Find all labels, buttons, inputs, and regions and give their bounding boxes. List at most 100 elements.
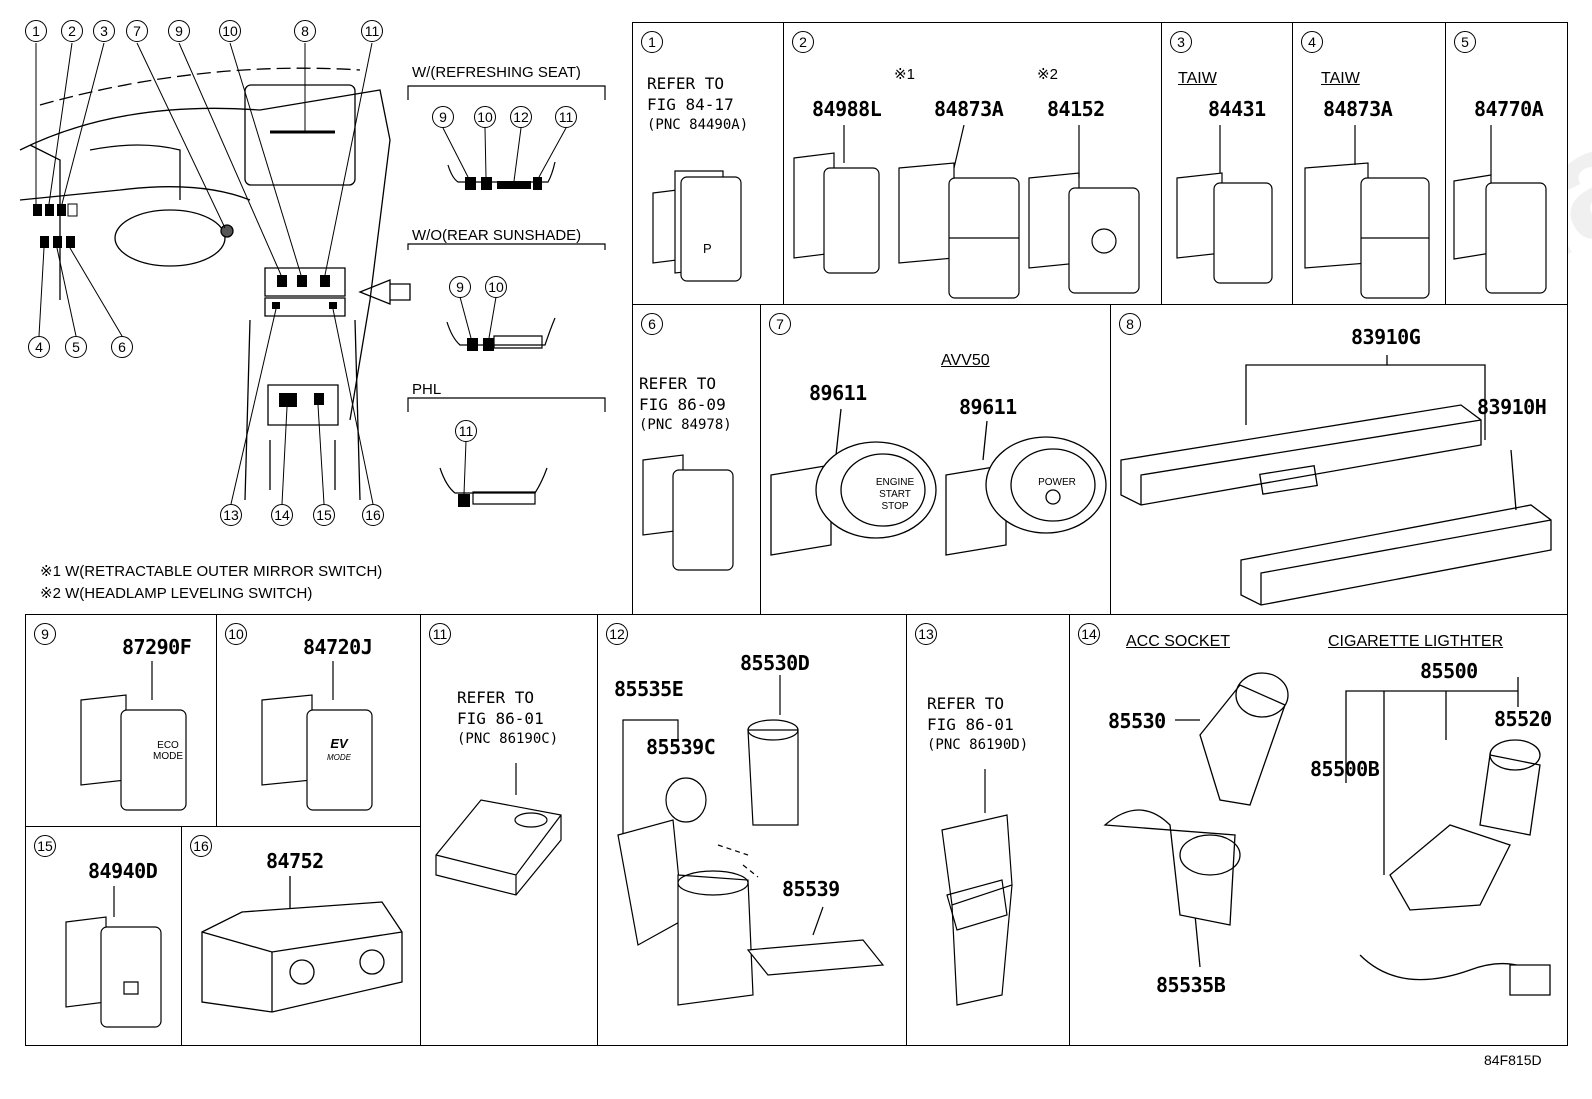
part-85500: 85500: [1420, 659, 1478, 683]
callout-7: 7: [126, 20, 148, 42]
panel-6-switch-art: [633, 445, 763, 615]
part-85500B: 85500B: [1310, 757, 1380, 781]
callout-5: 5: [65, 336, 87, 358]
callout-6: 6: [111, 336, 133, 358]
part-89611-engine: 89611: [809, 381, 867, 405]
part-84873A: 84873A: [934, 97, 1004, 121]
panel-11-switch-art: [421, 755, 596, 955]
panel-5: 5 84770A: [1445, 22, 1568, 306]
panel-16: 16 84752: [181, 826, 422, 1046]
callout-10: 10: [219, 20, 241, 42]
panel-14-number: 14: [1078, 623, 1100, 645]
svg-text:P: P: [703, 241, 712, 256]
callout-9: 9: [168, 20, 190, 42]
panel-3-number: 3: [1170, 31, 1192, 53]
callout-8: 8: [294, 20, 316, 42]
panel-4: 4 TAIW 84873A: [1292, 22, 1447, 306]
panel-9-number: 9: [34, 623, 56, 645]
callout-1: 1: [25, 20, 47, 42]
panel-1-switch-art: P: [633, 163, 783, 303]
panel-10-number: 10: [225, 623, 247, 645]
panel-3: 3 TAIW 84431: [1161, 22, 1294, 306]
panel-4-switch-art: [1293, 123, 1443, 303]
variant1-callout-10: 10: [474, 106, 496, 128]
overview-dashboard-drawing: [0, 0, 620, 507]
part-87290F: 87290F: [122, 635, 192, 659]
part-85530D: 85530D: [740, 651, 810, 675]
part-85535B: 85535B: [1156, 973, 1226, 997]
panel-9-switch-art: [26, 655, 216, 825]
panel-13-switch-art: [907, 755, 1072, 1025]
footnote-2: ※2 W(HEADLAMP LEVELING SWITCH): [40, 585, 313, 602]
diagram-id: 84F815D: [1484, 1052, 1542, 1068]
callout-15: 15: [313, 504, 335, 526]
variant1-callout-11: 11: [555, 106, 577, 128]
part-89611-power: 89611: [959, 395, 1017, 419]
panel-7-number: 7: [769, 313, 791, 335]
panel-15-switch-art: [26, 882, 181, 1042]
panel-5-number: 5: [1454, 31, 1476, 53]
panel-1-number: 1: [641, 31, 663, 53]
panel-10-switch-art: [217, 655, 417, 825]
footnote-1: ※1 W(RETRACTABLE OUTER MIRROR SWITCH): [40, 563, 383, 580]
callout-4: 4: [28, 336, 50, 358]
variant2-callout-10: 10: [485, 276, 507, 298]
panel-2: 2 ※1 ※2 84988L 84873A 84152: [783, 22, 1163, 306]
variant1-callout-9: 9: [432, 106, 454, 128]
callout-14: 14: [271, 504, 293, 526]
panel-16-number: 16: [190, 835, 212, 857]
panel-7-tag: AVV50: [941, 352, 990, 369]
part-85535E: 85535E: [614, 677, 684, 701]
panel-8-bezel-art: [1111, 345, 1566, 615]
callout-3: 3: [93, 20, 115, 42]
part-85520: 85520: [1494, 707, 1552, 731]
panel-14-socket-art: [1070, 615, 1565, 1045]
part-85539C: 85539C: [646, 735, 716, 759]
panel-12-socket-art: [598, 615, 908, 1045]
panel-12-number: 12: [606, 623, 628, 645]
part-84431: 84431: [1208, 97, 1266, 121]
variant-refreshing-seat-label: W/(REFRESHING SEAT): [412, 64, 581, 81]
panel-11-number: 11: [429, 623, 451, 645]
panel-2-mark-1: ※1: [894, 66, 915, 83]
part-85530: 85530: [1108, 709, 1166, 733]
panel-3-tag: TAIW: [1178, 70, 1217, 87]
panel-14: 14 ACC SOCKET CIGARETTE LIGTHTER 85530 8…: [1069, 614, 1568, 1046]
panel-12: 12 85535E 85539C 85530D 85539: [597, 614, 908, 1046]
panel-8-number: 8: [1119, 313, 1141, 335]
callout-13: 13: [220, 504, 242, 526]
panel-15: 15 84940D: [25, 826, 183, 1046]
part-85539: 85539: [782, 877, 840, 901]
variant2-callout-9: 9: [449, 276, 471, 298]
cigarette-lighter-label: CIGARETTE LIGTHTER: [1328, 633, 1504, 650]
variant-phl-label: PHL: [412, 381, 442, 398]
part-84152: 84152: [1047, 97, 1105, 121]
panel-2-mark-2: ※2: [1037, 66, 1058, 83]
part-84988L: 84988L: [812, 97, 882, 121]
panel-15-number: 15: [34, 835, 56, 857]
part-83910H: 83910H: [1477, 395, 1547, 419]
panel-3-switch-art: [1162, 123, 1292, 303]
acc-socket-label: ACC SOCKET: [1126, 633, 1231, 650]
panel-16-module-art: [182, 872, 422, 1042]
part-84720J: 84720J: [303, 635, 373, 659]
variant-rear-sunshade-label: W/O(REAR SUNSHADE): [412, 227, 582, 244]
callout-16: 16: [362, 504, 384, 526]
panel-2-switch-art: [784, 123, 1164, 303]
panel-2-number: 2: [792, 31, 814, 53]
panel-4-number: 4: [1301, 31, 1323, 53]
panel-13-number: 13: [915, 623, 937, 645]
panel-6-number: 6: [641, 313, 663, 335]
